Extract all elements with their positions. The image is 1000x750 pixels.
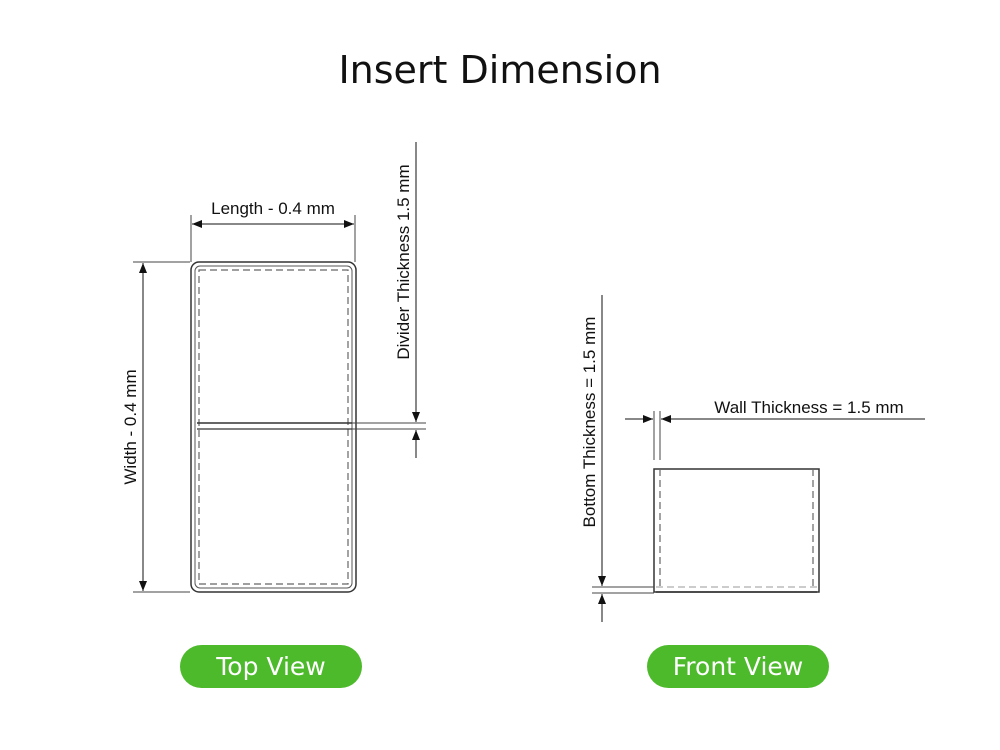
wall-thickness-label: Wall Thickness = 1.5 mm bbox=[714, 398, 903, 417]
front-view-badge: Front View bbox=[647, 645, 829, 688]
width-dimension: Width - 0.4 mm bbox=[121, 261, 190, 593]
wall-thickness-dimension: Wall Thickness = 1.5 mm bbox=[625, 398, 925, 460]
top-view-drawing bbox=[190, 261, 426, 593]
bottom-thickness-dimension: Bottom Thickness = 1.5 mm bbox=[580, 295, 654, 622]
front-view-drawing bbox=[653, 468, 820, 593]
length-dimension: Length - 0.4 mm bbox=[190, 199, 356, 262]
bottom-thickness-label: Bottom Thickness = 1.5 mm bbox=[580, 317, 599, 528]
page-title: Insert Dimension bbox=[338, 48, 662, 92]
width-dimension-label: Width - 0.4 mm bbox=[121, 369, 140, 484]
top-view-badge: Top View bbox=[180, 645, 362, 688]
divider-dimension-label: Divider Thickness 1.5 mm bbox=[394, 164, 413, 359]
length-dimension-label: Length - 0.4 mm bbox=[211, 199, 335, 218]
divider-dimension: Divider Thickness 1.5 mm bbox=[394, 142, 420, 458]
